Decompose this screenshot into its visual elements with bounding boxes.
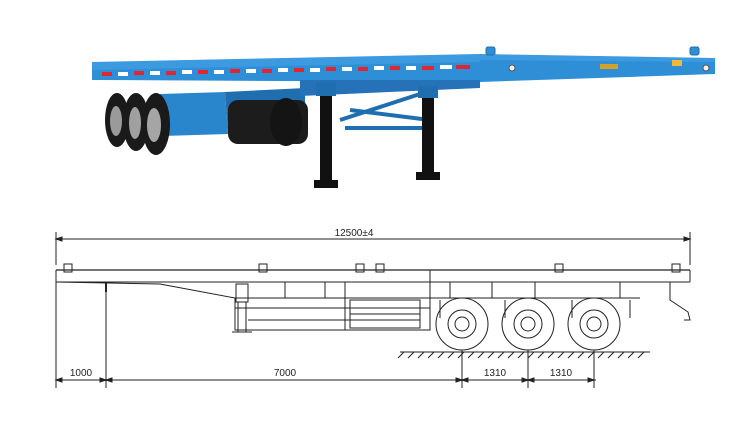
wheels xyxy=(435,297,621,351)
landing-legs xyxy=(314,82,440,188)
toolbox xyxy=(160,92,228,136)
ground-line xyxy=(397,351,650,359)
reflector xyxy=(702,64,710,72)
wheel xyxy=(501,297,555,351)
axle-spacing-2-label: 1310 xyxy=(550,368,573,379)
tire xyxy=(270,98,302,146)
overall-length-label: 12500±4 xyxy=(335,228,374,239)
landing-foot xyxy=(314,180,338,188)
wheel-rim xyxy=(129,107,141,139)
wheel-rim xyxy=(147,108,161,142)
wheel xyxy=(567,297,621,351)
landing-leg xyxy=(320,86,332,182)
leg-bracket xyxy=(316,82,336,96)
landing-gear xyxy=(232,283,252,333)
kingpin-to-axle-label: 7000 xyxy=(274,368,297,379)
reflective-stripes xyxy=(102,65,470,76)
gooseneck-profile xyxy=(55,281,236,302)
wheel xyxy=(435,297,489,351)
twist-lock-marks xyxy=(63,263,681,273)
landing-foot xyxy=(416,172,440,180)
main-beam xyxy=(234,297,431,331)
gooseneck xyxy=(300,80,480,96)
air-connectors xyxy=(600,64,618,69)
side-view-technical-drawing xyxy=(54,232,692,388)
axle-spacing-1-label: 1310 xyxy=(484,368,507,379)
suspension-frame xyxy=(430,297,640,318)
rear-bumper xyxy=(669,282,691,321)
leg-bracket xyxy=(418,86,438,98)
landing-leg xyxy=(422,92,434,176)
warning-plate xyxy=(672,60,682,66)
cross-members xyxy=(284,270,621,330)
flatbed-trailer-photo xyxy=(92,46,715,188)
rear-tires xyxy=(105,93,308,155)
twist-lock xyxy=(689,46,700,56)
deck-front-section xyxy=(480,60,715,82)
front-overhang-label: 1000 xyxy=(70,368,93,379)
overall-length-dimension xyxy=(54,232,692,265)
leg-bracing xyxy=(339,92,431,130)
twist-lock xyxy=(485,46,496,56)
reflector xyxy=(508,64,516,72)
wheel-rim xyxy=(110,106,122,136)
bottom-dimensions xyxy=(54,282,596,388)
